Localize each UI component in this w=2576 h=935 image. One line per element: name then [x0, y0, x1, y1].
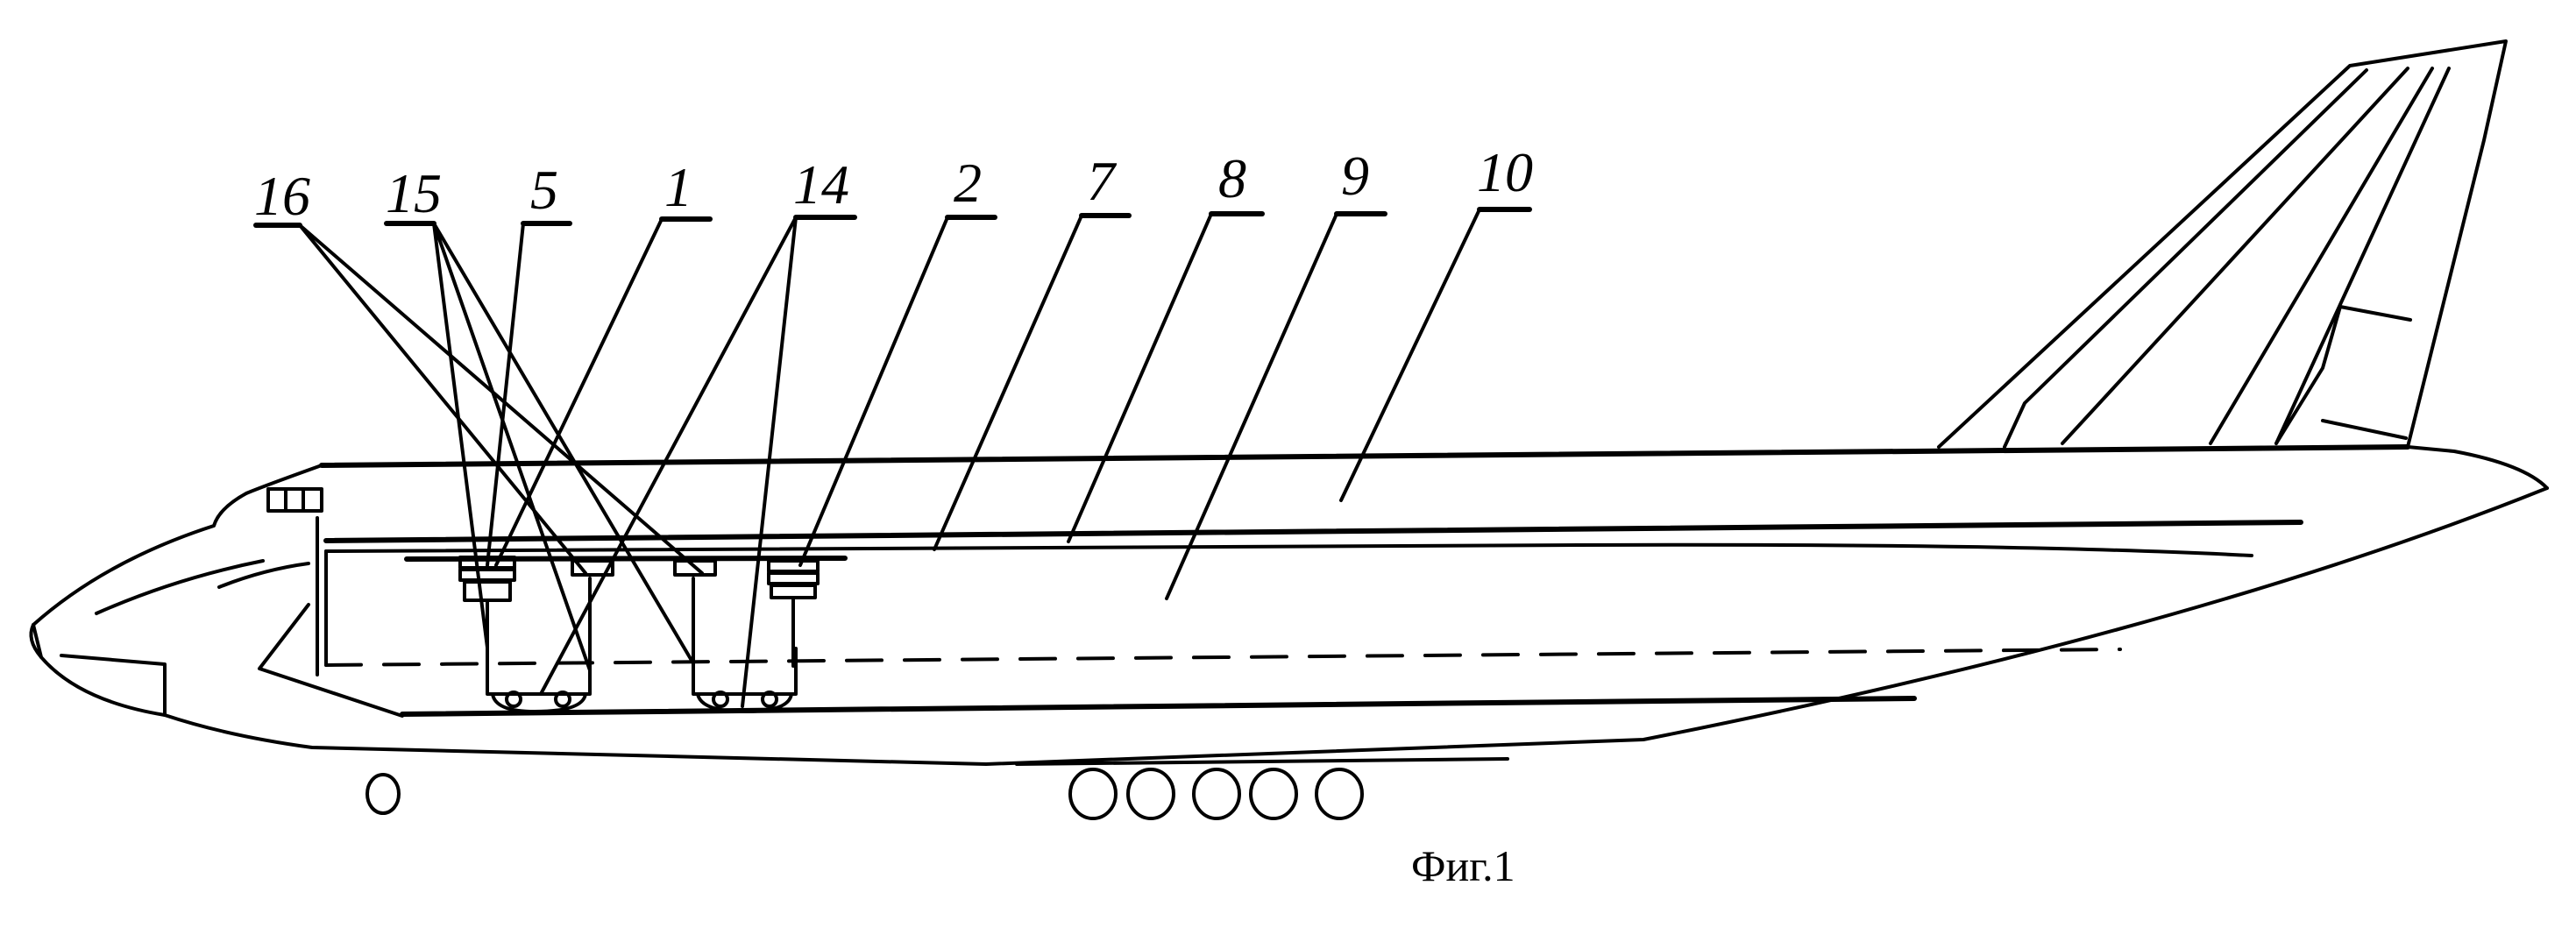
cargo-compartment — [217, 516, 2303, 718]
label-1: 1 — [664, 156, 692, 218]
main-wheel — [1249, 768, 1298, 820]
fuselage — [29, 444, 2549, 766]
label-5: 5 — [530, 159, 558, 221]
main-wheel — [1126, 768, 1175, 820]
cockpit-window — [266, 487, 323, 513]
nose-wheel — [365, 773, 401, 815]
payload-unit-1 — [458, 556, 614, 713]
label-2: 2 — [954, 152, 982, 214]
payload-unit-2 — [673, 559, 820, 713]
label-7: 7 — [1087, 150, 1118, 212]
label-10: 10 — [1477, 141, 1533, 203]
leader-lines — [298, 208, 1481, 708]
figure-caption: Фиг.1 — [1411, 841, 1515, 890]
label-9: 9 — [1341, 145, 1369, 207]
label-15: 15 — [386, 162, 442, 224]
main-wheel — [1315, 768, 1364, 820]
label-8: 8 — [1218, 147, 1246, 209]
label-14: 14 — [793, 153, 849, 216]
label-underlines — [253, 207, 1532, 228]
vertical-tail — [1937, 39, 2508, 449]
main-wheel — [1068, 768, 1118, 820]
landing-gear — [365, 757, 1509, 820]
label-16: 16 — [254, 165, 310, 227]
main-wheel — [1192, 768, 1241, 820]
